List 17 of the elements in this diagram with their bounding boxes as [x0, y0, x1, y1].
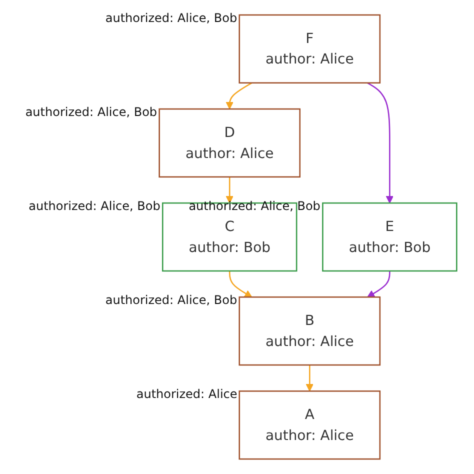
- arrow: [228, 270, 252, 298]
- node-caption: authorized: Alice, Bob: [25, 105, 158, 119]
- node-caption: authorized: Alice, Bob: [105, 293, 238, 308]
- node-box: A author: Alice: [238, 390, 381, 460]
- arrow: [306, 365, 314, 392]
- arrow: [367, 82, 394, 204]
- arrow: [226, 82, 252, 110]
- arrow: [226, 176, 234, 204]
- arrow: [367, 270, 390, 298]
- node-caption: authorized: Alice, Bob: [188, 199, 320, 214]
- node-caption: authorized: Alice, Bob: [28, 199, 160, 214]
- node-box: D author: Alice: [158, 108, 301, 178]
- node-box: E author: Bob: [322, 202, 458, 272]
- node-box: B author: Alice: [238, 296, 381, 366]
- node-caption: authorized: Alice, Bob: [105, 10, 238, 25]
- node-box: F author: Alice: [238, 14, 381, 84]
- node-caption: authorized: Alice: [136, 387, 238, 402]
